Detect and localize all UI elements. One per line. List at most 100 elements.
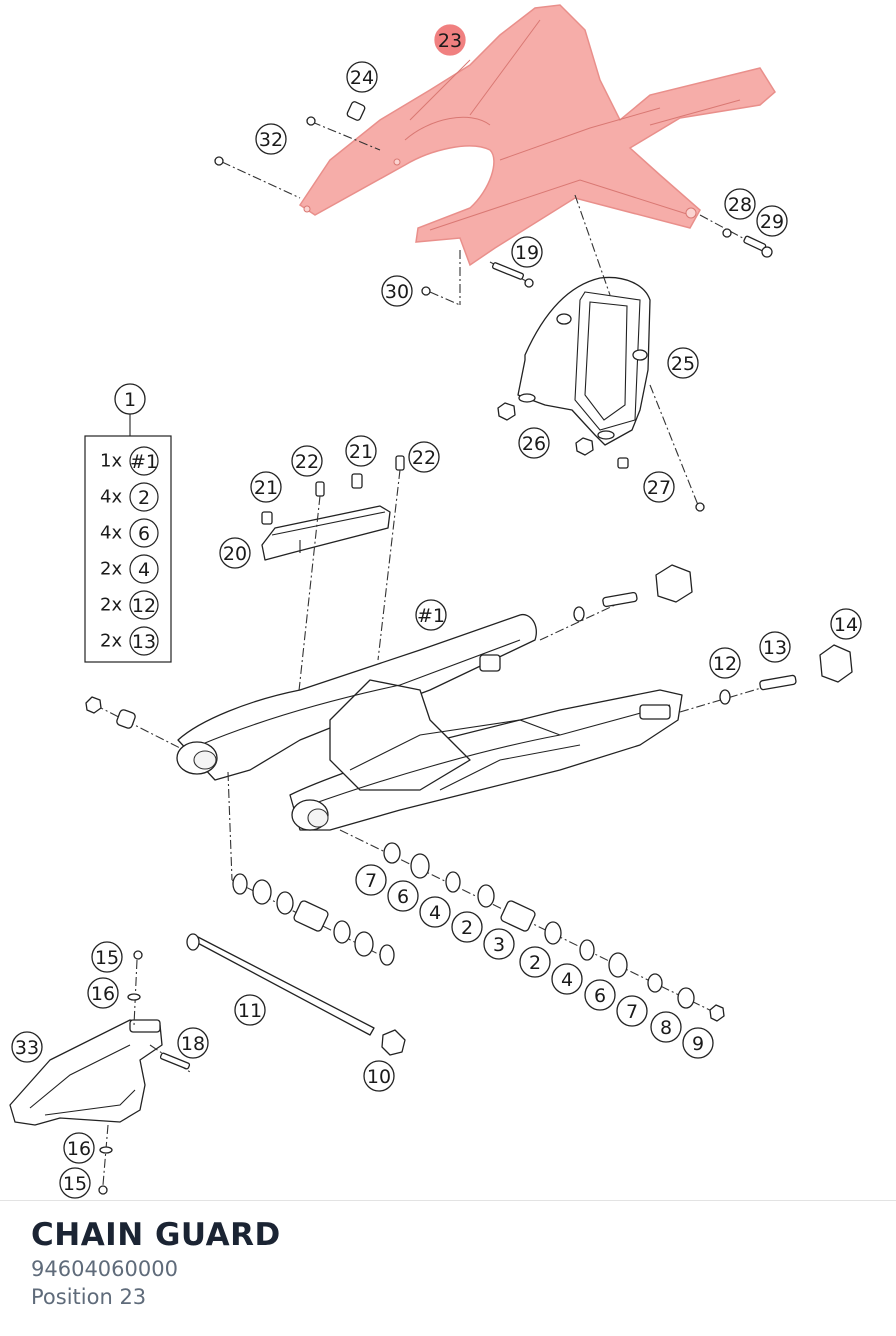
callout-6[interactable]: 6 (387, 880, 419, 912)
callout-hash-1[interactable]: #1 (415, 599, 447, 631)
callout-2[interactable]: 2 (519, 946, 551, 978)
callout-23[interactable]: 23 (434, 24, 466, 56)
callout-9[interactable]: 9 (682, 1027, 714, 1059)
callout-label: 11 (238, 1000, 262, 1022)
callout-26[interactable]: 26 (518, 427, 550, 459)
callout-15[interactable]: 15 (59, 1167, 91, 1199)
callout-2[interactable]: 2 (451, 911, 483, 943)
callout-29[interactable]: 29 (756, 205, 788, 237)
callout-20[interactable]: 20 (219, 537, 251, 569)
callout-circle (346, 61, 378, 93)
callout-label: 15 (63, 1173, 87, 1195)
kit-row: 4x 6 (100, 518, 159, 548)
chain-slider-part-20[interactable] (261, 455, 405, 701)
kit-row: 1x#1 (100, 446, 159, 476)
callout-7[interactable]: 7 (355, 864, 387, 896)
callout-label: 7 (365, 870, 377, 892)
kit-box (84, 414, 172, 663)
callout-label: 26 (522, 433, 546, 455)
callout-label: 22 (295, 451, 319, 473)
swingarm[interactable] (176, 613, 683, 831)
callout-circle (616, 995, 648, 1027)
callout-4[interactable]: 4 (419, 896, 451, 928)
callout-circle (363, 1060, 395, 1092)
callout-label: 12 (713, 653, 737, 675)
callout-circle (518, 427, 550, 459)
callout-circle (345, 435, 377, 467)
callout-label: 3 (493, 934, 505, 956)
callout-circle (408, 441, 440, 473)
callout-16[interactable]: 16 (63, 1132, 95, 1164)
inner-guard-part-25[interactable] (497, 194, 705, 512)
chain-guard-part-23[interactable] (298, 4, 776, 267)
callout-8[interactable]: 8 (650, 1011, 682, 1043)
callout-label: 28 (728, 194, 752, 216)
callout-10[interactable]: 10 (363, 1060, 395, 1092)
callout-13[interactable]: 13 (759, 631, 791, 663)
pivot-axle-part-11[interactable] (186, 933, 406, 1056)
callout-25[interactable]: 25 (667, 347, 699, 379)
kit-ref: 4 (138, 559, 150, 581)
callout-22[interactable]: 22 (291, 445, 323, 477)
callout-6[interactable]: 6 (584, 979, 616, 1011)
callout-kit[interactable]: 1 (114, 383, 146, 415)
callout-circle (234, 994, 266, 1026)
callout-21[interactable]: 21 (250, 471, 282, 503)
callout-label: 6 (594, 985, 606, 1007)
callout-3[interactable]: 3 (483, 928, 515, 960)
callout-18[interactable]: 18 (177, 1027, 209, 1059)
callout-label: 15 (95, 947, 119, 969)
callout-circle (355, 864, 387, 896)
kit-qty: 2x (100, 595, 122, 616)
callout-32[interactable]: 32 (255, 123, 287, 155)
callout-14[interactable]: 14 (830, 608, 862, 640)
chain-guide-part-33[interactable] (9, 950, 191, 1195)
callout-27[interactable]: 27 (643, 471, 675, 503)
callout-15[interactable]: 15 (91, 941, 123, 973)
kit-ref: 6 (138, 523, 150, 545)
callout-label: 27 (647, 477, 671, 499)
callout-circle (91, 941, 123, 973)
callout-33[interactable]: 33 (11, 1031, 43, 1063)
callout-circle (759, 631, 791, 663)
callout-28[interactable]: 28 (724, 188, 756, 220)
callout-circle (219, 537, 251, 569)
callout-21[interactable]: 21 (345, 435, 377, 467)
callout-30[interactable]: 30 (381, 275, 413, 307)
callout-circle (756, 205, 788, 237)
callout-22[interactable]: 22 (408, 441, 440, 473)
callout-circle (255, 123, 287, 155)
callout-circle (709, 647, 741, 679)
kit-ref: 13 (132, 631, 156, 653)
callout-circle (177, 1027, 209, 1059)
callout-circle (724, 188, 756, 220)
kit-qty: 1x (100, 451, 122, 472)
callout-circle (114, 383, 146, 415)
callout-4[interactable]: 4 (551, 963, 583, 995)
callout-circle (387, 880, 419, 912)
callout-circle (483, 928, 515, 960)
swingarm-side-hardware (85, 564, 853, 881)
callout-label: 30 (385, 281, 409, 303)
kit-qty: 4x (100, 523, 122, 544)
callout-19[interactable]: 19 (511, 236, 543, 268)
callout-circle (381, 275, 413, 307)
callout-label: 25 (671, 353, 695, 375)
callout-circle (434, 24, 466, 56)
callout-16[interactable]: 16 (87, 977, 119, 1009)
callout-24[interactable]: 24 (346, 61, 378, 93)
callout-circle (667, 347, 699, 379)
callout-12[interactable]: 12 (709, 647, 741, 679)
callout-7[interactable]: 7 (616, 995, 648, 1027)
callout-label: 21 (349, 441, 373, 463)
callout-11[interactable]: 11 (234, 994, 266, 1026)
callout-label: 4 (561, 969, 573, 991)
kit-ref-circle (129, 446, 159, 476)
callout-label: #1 (417, 605, 445, 627)
callout-label: 29 (760, 211, 784, 233)
callout-circle (11, 1031, 43, 1063)
